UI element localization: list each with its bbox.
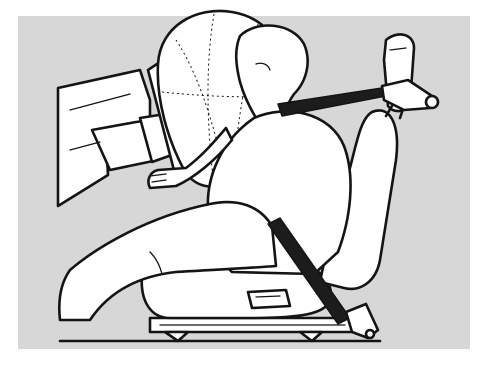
seat-rails xyxy=(60,318,380,341)
